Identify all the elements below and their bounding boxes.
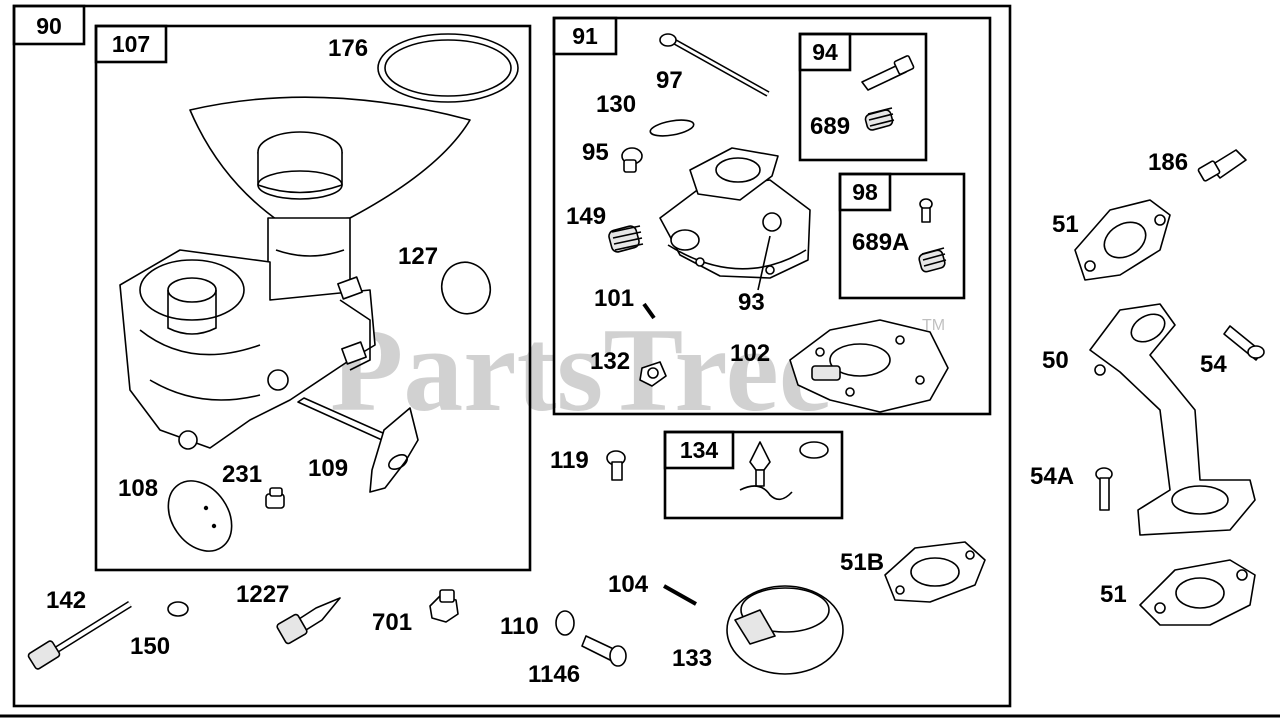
washer-110-icon xyxy=(555,610,575,636)
label-54: 54 xyxy=(1200,351,1227,378)
label-95: 95 xyxy=(582,139,609,166)
gasket-51b-icon xyxy=(884,541,986,603)
label-130: 130 xyxy=(596,91,636,118)
screw-1146-icon xyxy=(581,635,627,667)
box-107-tag xyxy=(94,24,168,64)
gasket-51-bottom-icon xyxy=(1139,559,1256,626)
box-91-label: 91 xyxy=(572,23,598,49)
watermark: PartsTree xyxy=(330,303,832,436)
label-127: 127 xyxy=(398,243,438,270)
watermark-tm: TM xyxy=(922,317,945,334)
screw-54-icon xyxy=(1223,325,1265,361)
label-689: 689 xyxy=(810,113,850,140)
box-98-tag xyxy=(838,172,892,212)
box-107-label: 107 xyxy=(112,31,150,57)
box-94-label: 94 xyxy=(812,39,838,65)
label-51-bottom: 51 xyxy=(1100,581,1127,608)
disc-130-icon xyxy=(649,119,695,137)
screw-95-icon xyxy=(621,147,643,173)
screw-98-icon xyxy=(918,198,947,273)
screw-119-icon xyxy=(606,450,626,481)
label-231: 231 xyxy=(222,461,262,488)
label-108: 108 xyxy=(118,475,158,502)
label-176: 176 xyxy=(328,35,368,62)
label-142: 142 xyxy=(46,587,86,614)
label-50: 50 xyxy=(1042,347,1069,374)
o-ring-127-icon xyxy=(440,261,492,315)
box-134-label: 134 xyxy=(680,437,719,463)
label-109: 109 xyxy=(308,455,348,482)
label-102: 102 xyxy=(730,340,770,367)
fuel-pump-body-icon xyxy=(659,147,811,291)
fitting-186-icon xyxy=(1197,149,1247,182)
intake-elbow-50-icon xyxy=(1089,303,1256,536)
label-110: 110 xyxy=(500,613,539,640)
box-98-frame xyxy=(838,172,966,300)
label-51b: 51B xyxy=(840,549,884,576)
screw-54a-icon xyxy=(1095,467,1113,511)
label-701: 701 xyxy=(372,609,412,636)
plug-231-icon xyxy=(265,487,285,509)
pin-104-icon xyxy=(663,584,697,606)
box-90-label: 90 xyxy=(36,13,62,39)
label-186: 186 xyxy=(1148,149,1188,176)
box-91-frame xyxy=(552,16,992,416)
box-91-tag xyxy=(552,16,618,56)
box-107-frame xyxy=(94,24,532,572)
label-104: 104 xyxy=(608,571,649,598)
carburetor-body-icon xyxy=(119,96,471,450)
diaphragm-102-icon xyxy=(789,319,949,413)
box-94-tag xyxy=(798,32,852,72)
float-133-icon xyxy=(726,585,844,675)
label-51-top: 51 xyxy=(1052,211,1079,238)
needle-valve-94-icon xyxy=(861,55,915,131)
throttle-plate-108-icon xyxy=(167,480,233,552)
jet-1227-icon xyxy=(276,597,341,645)
label-97: 97 xyxy=(656,67,683,94)
label-101: 101 xyxy=(594,285,634,312)
nut-701-icon xyxy=(429,589,459,623)
box-134-frame xyxy=(663,430,844,520)
o-ring-176-icon xyxy=(377,33,519,103)
label-150: 150 xyxy=(130,633,170,660)
label-93: 93 xyxy=(738,289,765,316)
gasket-51-top-icon xyxy=(1074,199,1171,281)
box-94-frame xyxy=(798,32,928,162)
box-98-label: 98 xyxy=(852,179,878,205)
label-54a: 54A xyxy=(1030,463,1074,490)
washer-150-icon xyxy=(167,601,189,617)
label-1146: 1146 xyxy=(528,661,580,688)
pin-101-icon xyxy=(642,302,656,320)
label-1227: 1227 xyxy=(236,581,289,608)
box-90-tag xyxy=(12,4,86,46)
label-133: 133 xyxy=(672,645,712,672)
needle-kit-134-icon xyxy=(739,441,829,501)
pin-97-icon xyxy=(659,33,770,97)
box-90-frame xyxy=(12,4,1012,708)
mixture-needle-142-icon xyxy=(27,601,132,670)
spring-149-icon xyxy=(608,225,644,253)
label-119: 119 xyxy=(550,447,589,474)
label-689a: 689A xyxy=(852,229,909,256)
throttle-shaft-109-icon xyxy=(297,397,419,493)
label-149: 149 xyxy=(566,203,606,230)
label-132: 132 xyxy=(590,348,630,375)
clip-132-icon xyxy=(639,361,667,387)
box-134-tag xyxy=(663,430,735,470)
